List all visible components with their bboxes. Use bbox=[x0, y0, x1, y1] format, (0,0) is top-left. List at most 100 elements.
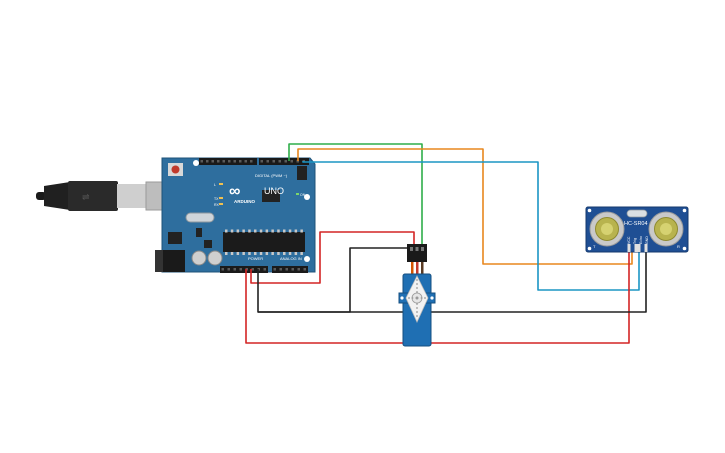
led-on bbox=[296, 193, 299, 195]
chip-pin bbox=[248, 252, 251, 255]
chip-pin bbox=[259, 229, 263, 233]
smd-chip bbox=[262, 190, 280, 202]
servo-lead bbox=[421, 262, 424, 274]
mounting-hole bbox=[193, 160, 199, 166]
chip-pin bbox=[225, 252, 228, 255]
sensor-pin-vcc[interactable] bbox=[627, 244, 631, 252]
analog-label: ANALOG IN bbox=[280, 256, 302, 261]
usb-plug-body bbox=[68, 181, 118, 211]
ultrasonic-sensor[interactable]: HC-SR04 T R VCC Trig Echo GND bbox=[585, 206, 689, 253]
transmitter-mesh-inner bbox=[601, 223, 613, 235]
chip-pin bbox=[300, 229, 303, 233]
header-pin bbox=[303, 268, 306, 271]
sensor-mark-r: R bbox=[677, 244, 680, 249]
sensor-mount-hole bbox=[587, 246, 592, 251]
arduino-logo-icon: ∞ bbox=[229, 183, 240, 200]
chip-pin bbox=[288, 252, 292, 255]
reset-button-cap[interactable] bbox=[171, 165, 180, 174]
led-tx bbox=[219, 197, 223, 199]
header-pin bbox=[227, 268, 230, 271]
wire-black-sensor-ground[interactable] bbox=[258, 248, 647, 313]
horn-hole bbox=[411, 297, 414, 299]
chip-pins-top bbox=[225, 229, 303, 233]
chip-pin bbox=[294, 252, 298, 255]
chip-pin bbox=[248, 229, 251, 233]
header-pin bbox=[244, 160, 247, 163]
chip-pin bbox=[277, 229, 280, 233]
digital-pins bbox=[200, 160, 305, 163]
wire-red-sensor-power[interactable] bbox=[245, 248, 630, 344]
chip-pin bbox=[236, 252, 240, 255]
sensor-pin-echo[interactable] bbox=[637, 244, 641, 252]
header-pin bbox=[222, 160, 225, 163]
usb-cable[interactable]: ⇌ bbox=[36, 181, 177, 211]
sensor-pin-gnd[interactable] bbox=[644, 244, 648, 252]
header-pin bbox=[200, 160, 203, 163]
header-pin bbox=[233, 268, 236, 271]
sensor-pin-label-vcc: VCC bbox=[627, 236, 631, 244]
chip-pin bbox=[230, 252, 234, 255]
header-pin bbox=[272, 160, 275, 163]
header-pin bbox=[279, 268, 282, 271]
header-pin bbox=[263, 268, 266, 271]
horn-hole bbox=[420, 297, 423, 299]
usb-cable-strain-relief bbox=[44, 182, 70, 210]
servo-lead bbox=[411, 262, 414, 274]
chip-pin bbox=[242, 252, 245, 255]
servo-shaft-screw bbox=[415, 296, 419, 300]
chip-pin bbox=[225, 229, 228, 233]
sensor-pin-label-gnd: GND bbox=[645, 236, 649, 244]
usb-cable-tail bbox=[36, 192, 46, 200]
chip-pin bbox=[254, 229, 257, 233]
horn-hole bbox=[416, 315, 418, 317]
chip-pin bbox=[265, 229, 269, 233]
header-pin bbox=[233, 160, 236, 163]
led-l-label: L bbox=[214, 183, 216, 187]
chip-pin bbox=[242, 229, 245, 233]
sensor-pin-label-trig: Trig bbox=[633, 238, 637, 244]
horn-hole bbox=[416, 307, 418, 309]
capacitor bbox=[207, 250, 223, 266]
wire-green-signal[interactable] bbox=[288, 143, 423, 252]
mounting-hole bbox=[304, 256, 310, 262]
analog-header bbox=[272, 266, 308, 273]
horn-hole bbox=[416, 283, 418, 285]
header-pin bbox=[228, 160, 231, 163]
led-rx bbox=[219, 203, 223, 205]
wire-orange-trig[interactable] bbox=[297, 148, 633, 265]
icsp-header bbox=[196, 228, 202, 237]
usb-symbol-icon: ⇌ bbox=[82, 192, 90, 202]
chip-pin bbox=[254, 252, 257, 255]
header-pin bbox=[290, 160, 293, 163]
servo-motor[interactable] bbox=[398, 244, 436, 347]
header-pin bbox=[266, 160, 269, 163]
sensor-pin-label-echo: Echo bbox=[639, 236, 643, 244]
wire-blue-echo[interactable] bbox=[302, 161, 640, 291]
sensor-pin-trig[interactable] bbox=[634, 244, 638, 252]
chip-pin bbox=[259, 252, 263, 255]
arduino-uno-board[interactable]: DIGITAL (PWM ~) POWER ANALOG IN ∞ ARDUIN… bbox=[155, 157, 316, 273]
header-pin bbox=[291, 268, 294, 271]
chip-pin bbox=[265, 252, 269, 255]
led-rx-label: RX bbox=[214, 203, 220, 207]
chip-pin bbox=[236, 229, 240, 233]
wire-red-servo-power[interactable] bbox=[250, 231, 415, 284]
receiver-mesh-inner bbox=[660, 223, 672, 235]
servo-horn-holes bbox=[408, 279, 426, 317]
servo-mount-hole bbox=[430, 296, 434, 300]
servo-connector-pin bbox=[415, 247, 419, 251]
header-pin bbox=[206, 160, 209, 163]
digital-header-right bbox=[259, 158, 309, 165]
digital-label: DIGITAL (PWM ~) bbox=[255, 173, 288, 178]
power-label: POWER bbox=[248, 256, 263, 261]
icsp-header-2 bbox=[297, 166, 307, 180]
header-pin bbox=[297, 268, 300, 271]
led-on-label: ON bbox=[300, 193, 306, 197]
header-pin bbox=[211, 160, 214, 163]
sensor-model-label: HC-SR04 bbox=[624, 221, 648, 227]
header-pin bbox=[221, 268, 224, 271]
mounting-hole bbox=[304, 194, 310, 200]
dc-power-jack-side bbox=[155, 250, 163, 272]
sensor-crystal bbox=[626, 209, 648, 218]
header-pin bbox=[217, 160, 220, 163]
